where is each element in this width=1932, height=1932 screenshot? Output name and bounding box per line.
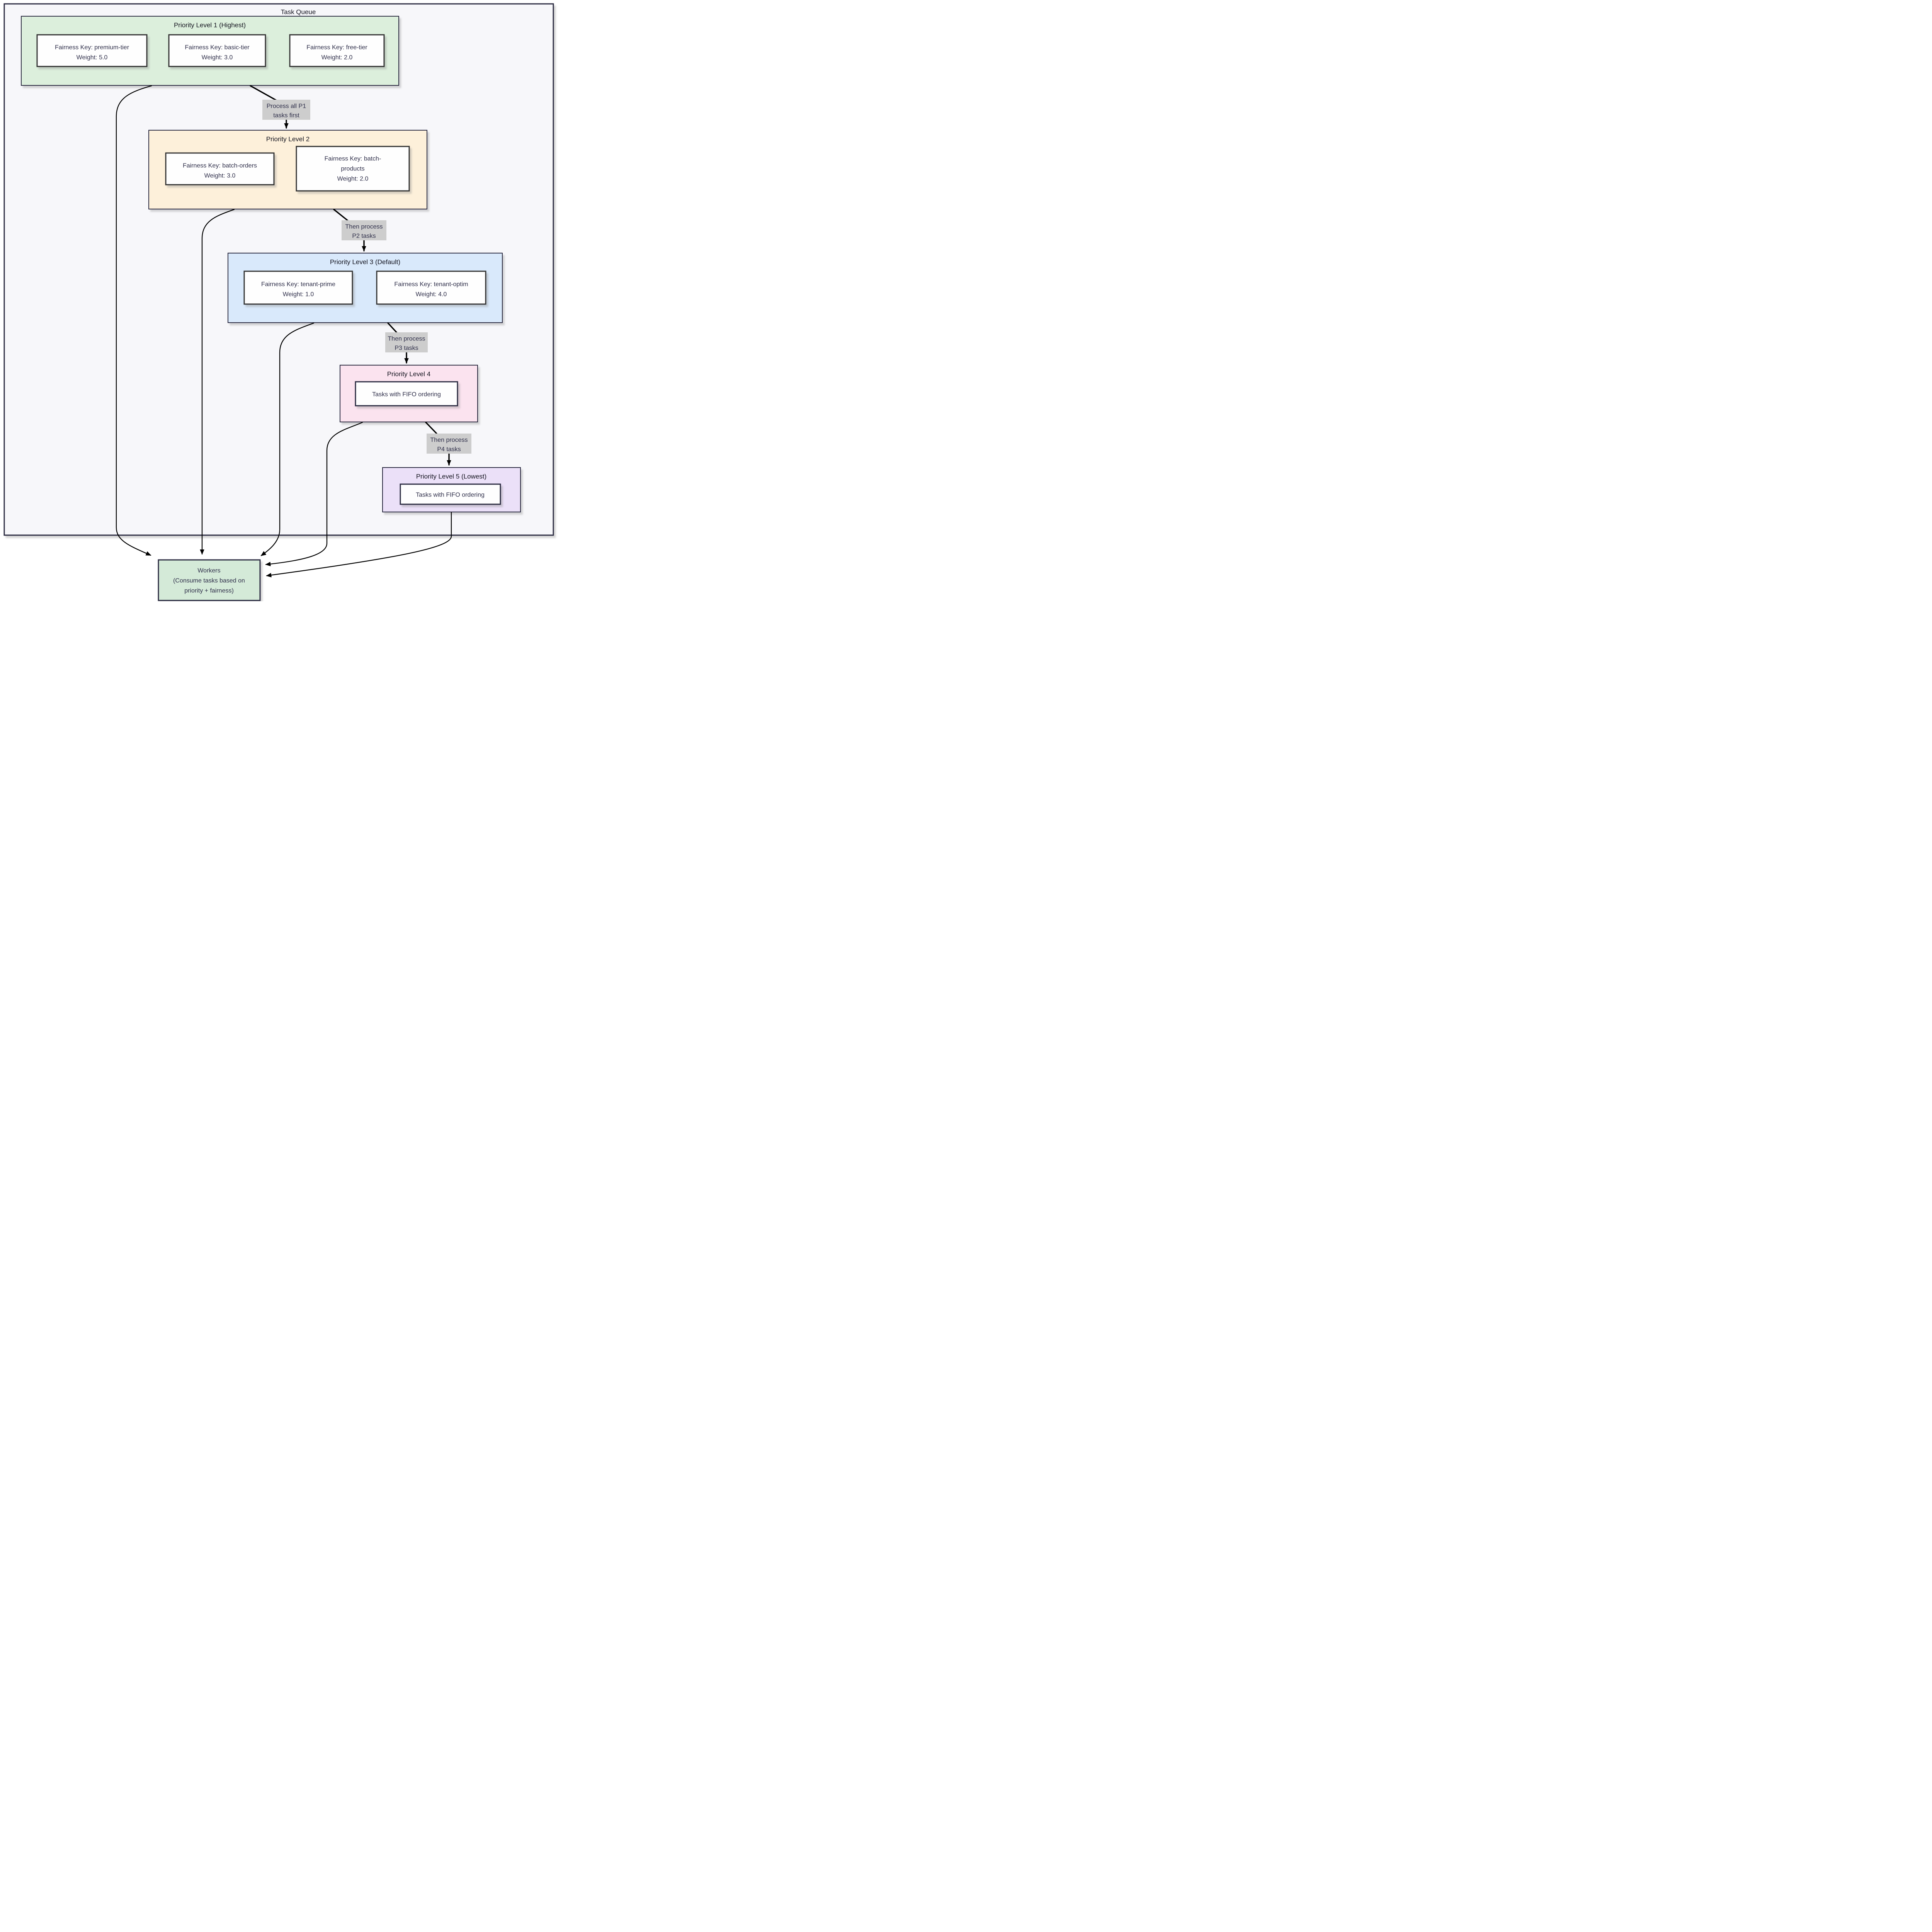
edge-label-1-bg (262, 100, 310, 120)
cluster-priority-5: Priority Level 5 (Lowest) Tasks with FIF… (382, 467, 521, 512)
edge-label-4-line1: Then process (430, 437, 468, 444)
edge-p4-to-label (425, 422, 437, 434)
edge-label-1-line2: tasks first (273, 112, 299, 119)
node-batch-orders-line2: Weight: 3.0 (204, 173, 236, 179)
cluster-priority-1: Priority Level 1 (Highest) Fairness Key:… (21, 16, 399, 86)
node-basic-tier (168, 34, 266, 67)
node-fifo-p4-line1: Tasks with FIFO ordering (372, 391, 441, 398)
node-tenant-prime-line2: Weight: 1.0 (283, 291, 314, 298)
edge-label-2-line1: Then process (345, 224, 383, 230)
priority-3-title: Priority Level 3 (Default) (330, 259, 400, 266)
edge-label-process-p1: Process all P1 tasks first (262, 100, 310, 120)
edge-p3-to-label (387, 322, 398, 334)
node-tenant-prime (243, 270, 353, 305)
cluster-priority-3: Priority Level 3 (Default) Fairness Key:… (228, 253, 503, 323)
workers-line2: (Consume tasks based on (173, 578, 245, 584)
node-free-tier-line2: Weight: 2.0 (321, 54, 353, 61)
node-free-tier (289, 34, 385, 67)
workers-line1: Workers (197, 568, 220, 574)
edge-label-3-bg (385, 332, 428, 352)
edge-label-process-p4: Then process P4 tasks (427, 434, 471, 454)
edge-label-2-bg (342, 220, 386, 240)
node-free-tier-line1: Fairness Key: free-tier (306, 44, 367, 51)
edge-label-4-line2: P4 tasks (437, 446, 461, 453)
edge-label-3-line2: P3 tasks (395, 345, 418, 352)
workers-line3: priority + fairness) (184, 588, 234, 594)
node-tenant-optim-line1: Fairness Key: tenant-optim (394, 281, 468, 288)
node-premium-tier-line1: Fairness Key: premium-tier (55, 44, 129, 51)
edge-label-1-line1: Process all P1 (267, 103, 306, 110)
diagram-title: Task Queue (281, 9, 316, 16)
node-fifo-p5-line1: Tasks with FIFO ordering (416, 492, 485, 498)
edge-p2-to-label (333, 209, 350, 223)
node-fifo-p5 (400, 483, 501, 505)
node-premium-tier (36, 34, 148, 67)
node-batch-products-line3: Weight: 2.0 (337, 176, 369, 182)
edge-label-process-p2: Then process P2 tasks (342, 220, 386, 240)
cluster-priority-2: Priority Level 2 Fairness Key: batch-ord… (148, 130, 427, 209)
edge-p1-to-workers (116, 85, 152, 556)
cluster-priority-4: Priority Level 4 Tasks with FIFO orderin… (340, 365, 478, 422)
priority-4-title: Priority Level 4 (387, 371, 430, 378)
priority-2-title: Priority Level 2 (266, 136, 310, 143)
node-batch-products (296, 146, 410, 192)
node-tenant-optim-line2: Weight: 4.0 (416, 291, 447, 298)
workers-box (158, 559, 261, 601)
node-batch-orders-line1: Fairness Key: batch-orders (183, 163, 257, 169)
node-batch-orders (165, 152, 275, 185)
node-batch-products-line1: Fairness Key: batch- (325, 156, 381, 162)
node-fifo-p4 (355, 381, 458, 406)
edge-p3-to-workers (260, 322, 315, 556)
edge-label-3-line1: Then process (388, 336, 425, 342)
edge-p5-to-workers (266, 512, 452, 578)
node-premium-tier-line2: Weight: 5.0 (77, 54, 108, 61)
node-basic-tier-line2: Weight: 3.0 (202, 54, 233, 61)
node-batch-products-line2: products (341, 166, 364, 172)
priority-1-title: Priority Level 1 (Highest) (174, 22, 246, 29)
edge-label-process-p3: Then process P3 tasks (385, 332, 428, 352)
edge-label-2-line2: P2 tasks (352, 233, 376, 240)
node-tenant-prime-line1: Fairness Key: tenant-prime (261, 281, 335, 288)
edge-p4-to-workers (265, 422, 363, 566)
priority-5-title: Priority Level 5 (Lowest) (416, 473, 486, 480)
node-basic-tier-line1: Fairness Key: basic-tier (185, 44, 250, 51)
edge-label-4-bg (427, 434, 471, 454)
task-queue-diagram: Task Queue Priority Level 1 (Highest) Fa… (3, 3, 554, 601)
node-tenant-optim (376, 270, 486, 305)
edge-p2-to-workers (200, 209, 235, 555)
edge-p1-to-label (250, 85, 277, 101)
workers-node: Workers (Consume tasks based on priority… (158, 559, 261, 601)
